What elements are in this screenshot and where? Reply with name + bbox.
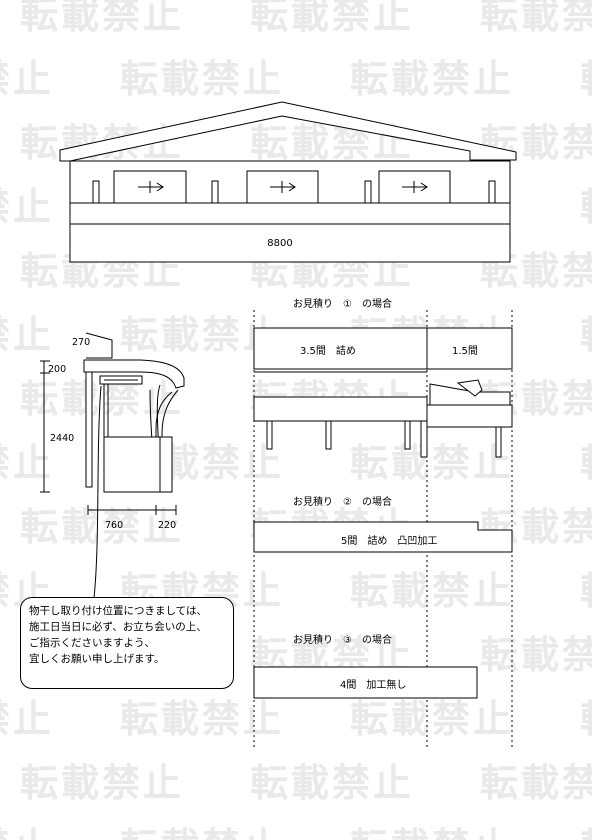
roof-projection-wedge bbox=[85, 332, 113, 359]
main-post-left bbox=[85, 371, 93, 488]
watermark-text: 転載禁止 bbox=[580, 57, 592, 101]
section-view: 270 200 2440 760 220 bbox=[40, 332, 185, 599]
watermark-text: 転載禁止 bbox=[350, 441, 514, 485]
drying-unit-3 bbox=[378, 170, 451, 204]
estimate1-post-2 bbox=[325, 420, 332, 450]
watermark-text: 転載禁止 bbox=[0, 441, 54, 485]
estimate1-right-post-1 bbox=[420, 420, 428, 458]
post-1 bbox=[92, 180, 100, 204]
label-200: 200 bbox=[48, 364, 66, 375]
watermark-text: 転載禁止 bbox=[120, 697, 284, 741]
post-4 bbox=[488, 180, 496, 204]
watermark-text: 転載禁止 bbox=[350, 57, 514, 101]
front-elevation: 8800 bbox=[59, 101, 517, 263]
estimate1-title: お見積り ① の場合 bbox=[293, 297, 392, 310]
hanger-symbol-3 bbox=[402, 181, 428, 193]
estimate3-bar bbox=[253, 666, 478, 699]
estimate1-post-1 bbox=[266, 420, 273, 450]
watermark-text: 転載禁止 bbox=[120, 825, 284, 840]
estimate2-label: 5間 詰め 凸凹加工 bbox=[341, 534, 437, 547]
watermark-text: 転載禁止 bbox=[480, 0, 592, 37]
label-2440: 2440 bbox=[50, 433, 74, 444]
estimate-3: お見積り ③ の場合 4間 加工無し bbox=[253, 633, 478, 699]
post-3 bbox=[364, 180, 372, 204]
watermark-text: 転載禁止 bbox=[0, 57, 54, 101]
hanger-symbol-1 bbox=[138, 181, 164, 193]
watermark-text: 転載禁止 bbox=[0, 825, 54, 840]
label-760: 760 bbox=[105, 520, 123, 531]
estimate2-title: お見積り ② の場合 bbox=[293, 495, 392, 508]
watermark-text: 転載禁止 bbox=[480, 761, 592, 805]
watermark-text: 転載禁止 bbox=[580, 441, 592, 485]
estimate1-right-post-2 bbox=[495, 426, 502, 458]
estimate1-beam bbox=[253, 396, 428, 422]
watermark-text: 転載禁止 bbox=[580, 825, 592, 840]
estimate1-side-bar bbox=[426, 327, 513, 370]
estimate1-main-label: 3.5間 詰め bbox=[300, 344, 356, 357]
note-line-1: 物干し取り付け位置につきましては、 bbox=[29, 605, 207, 617]
estimate1-right-beam bbox=[426, 404, 513, 428]
watermark-text: 転載禁止 bbox=[250, 0, 414, 37]
label-270: 270 bbox=[72, 337, 90, 348]
watermark-text: 転載禁止 bbox=[350, 569, 514, 613]
estimate1-wedge bbox=[456, 379, 483, 397]
estimate1-main-bar bbox=[253, 327, 428, 370]
note-pointer bbox=[93, 385, 102, 599]
inner-frame-curve bbox=[103, 384, 161, 485]
estimate3-title: お見積り ③ の場合 bbox=[293, 633, 392, 646]
watermark-text: 転載禁止 bbox=[120, 57, 284, 101]
watermark-text: 転載禁止 bbox=[20, 505, 184, 549]
estimate1-side-label: 1.5間 bbox=[452, 345, 478, 357]
curved-roof-beam bbox=[83, 359, 185, 389]
watermark-text: 転載禁止 bbox=[0, 313, 54, 357]
watermark-text: 転載禁止 bbox=[480, 633, 592, 677]
hanger-symbol-2 bbox=[270, 181, 296, 193]
estimate2-bar bbox=[253, 521, 513, 553]
label-220: 220 bbox=[158, 520, 176, 531]
estimate-1: お見積り ① の場合 3.5間 詰め 1.5間 bbox=[253, 297, 513, 458]
watermark-text: 転載禁止 bbox=[350, 825, 514, 840]
installation-note-box: 物干し取り付け位置につきましては、 施工日当日に必ず、お立ち会いの上、 ご指示く… bbox=[20, 597, 234, 689]
estimate1-post-3 bbox=[404, 420, 411, 450]
watermark-text: 転載禁止 bbox=[0, 697, 54, 741]
inner-frame-right bbox=[155, 389, 179, 490]
watermark-text: 転載禁止 bbox=[580, 697, 592, 741]
note-line-3: ご指示くださいますよう、 bbox=[29, 637, 155, 649]
watermark-text: 転載禁止 bbox=[0, 185, 54, 229]
note-line-4: 宜しくお願い申し上げます。 bbox=[29, 653, 165, 665]
watermark-text: 転載禁止 bbox=[580, 569, 592, 613]
base-right-post bbox=[159, 436, 173, 493]
watermark-text: 転載禁止 bbox=[580, 185, 592, 229]
watermark-text: 転載禁止 bbox=[250, 761, 414, 805]
watermark-text: 転載禁止 bbox=[20, 761, 184, 805]
watermark-text: 転載禁止 bbox=[350, 697, 514, 741]
estimate3-label: 4間 加工無し bbox=[340, 678, 406, 691]
note-line-2: 施工日当日に必ず、お立ち会いの上、 bbox=[29, 621, 207, 633]
width-label: 8800 bbox=[267, 238, 292, 249]
post-2 bbox=[211, 180, 219, 204]
estimate-2: お見積り ② の場合 5間 詰め 凸凹加工 bbox=[253, 495, 513, 553]
watermark-text: 転載禁止 bbox=[20, 0, 184, 37]
drying-unit-1 bbox=[113, 170, 187, 204]
roof-outline bbox=[59, 101, 517, 162]
watermark-text: 転載禁止 bbox=[580, 313, 592, 357]
